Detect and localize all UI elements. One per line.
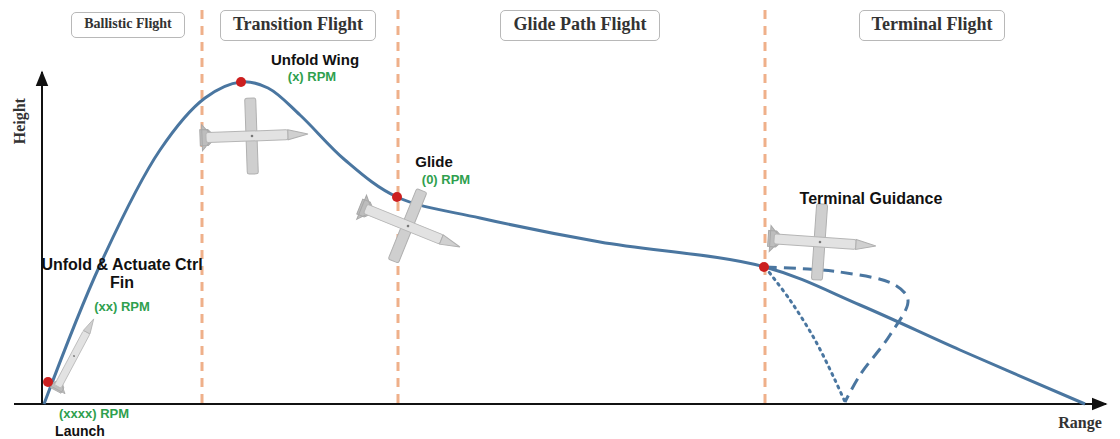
phase-box: Glide Path Flight [500,10,659,41]
rpm-value: (x) RPM [288,70,336,85]
missile-icons [47,96,878,395]
phase-title: Transition Flight [233,14,363,35]
phase-title: Terminal Flight [872,14,993,35]
dive-trajectory [765,267,845,402]
phase-box: Transition Flight [220,10,376,41]
trajectory-curves [44,82,1085,404]
pop-up-trajectory [765,267,908,402]
phase-box: Terminal Flight [859,10,1006,41]
event-label: Unfold & Actuate Ctrl Fin [35,256,210,293]
height-axis [41,72,43,405]
rpm-value: (xxxx) RPM [59,407,129,422]
event-label: Terminal Guidance [800,190,943,208]
phase-box: Ballistic Flight [71,12,185,38]
missile-icon [199,96,310,176]
axis-title: Range [1058,414,1102,432]
missile-icon [47,314,102,395]
phase-title: Ballistic Flight [84,16,172,32]
rpm-value: (xx) RPM [94,300,150,315]
event-dots [43,77,769,387]
range-axis [14,403,1106,405]
main-trajectory [44,82,1085,404]
missile-icon [346,171,475,282]
missile-icon [765,200,878,283]
event-label: Glide [415,153,453,170]
axis-title: Height [11,98,29,144]
phase-dividers [202,10,765,410]
event-label: Launch [55,423,105,439]
event-label: Unfold Wing [271,51,359,68]
rpm-value: (0) RPM [422,173,470,188]
phase-title: Glide Path Flight [513,14,646,35]
